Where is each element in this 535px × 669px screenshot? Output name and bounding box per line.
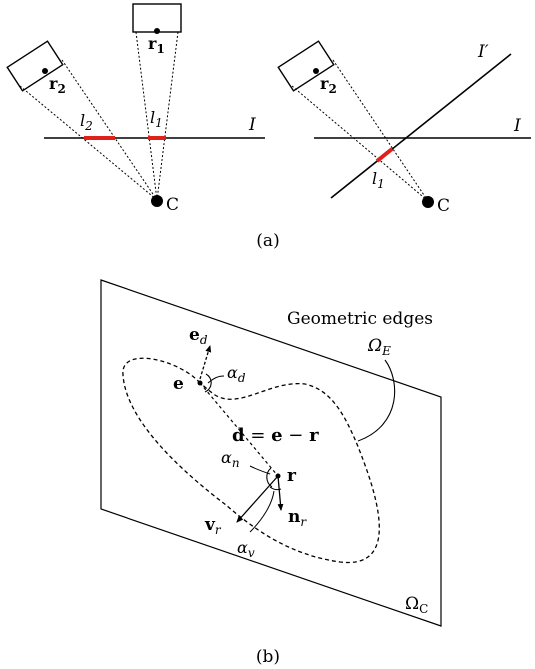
- label-r2: r2: [49, 74, 66, 96]
- label-n-r: nr: [288, 507, 307, 529]
- arrow-n-r: [277, 475, 284, 511]
- label-plane-i: I: [513, 116, 521, 136]
- arrow-v-r: [236, 475, 279, 523]
- tilted-plane-line: [330, 53, 512, 199]
- caption-b: (b): [256, 647, 280, 667]
- label-l2: l2: [80, 111, 93, 133]
- label-l1: l1: [372, 169, 385, 191]
- label-l1: l1: [150, 108, 163, 130]
- camera-r1-dot: [154, 28, 160, 34]
- camera-r2-dot: [42, 68, 48, 74]
- label-center-c: C: [166, 195, 179, 215]
- center-c-dot: [151, 195, 163, 207]
- panel-a-left: r1 r2 l2 l1 I C: [6, 3, 265, 215]
- alpha-n-leader: [249, 465, 271, 475]
- frustum-line: [61, 59, 158, 201]
- label-center-c: C: [437, 196, 450, 216]
- frustum-line: [291, 85, 429, 202]
- point-e: [197, 380, 203, 386]
- center-c-dot: [422, 196, 434, 208]
- frustum-line: [156, 31, 179, 201]
- label-alpha-v: αv: [237, 538, 255, 560]
- segment-l1: [375, 147, 394, 163]
- label-omega-c: ΩC: [405, 594, 428, 616]
- angle-alpha-n-arc: [266, 467, 273, 488]
- frustum-line: [19, 85, 158, 201]
- panel-a-right: r2 I′ I l1 C: [277, 40, 531, 216]
- label-v-r: vr: [204, 515, 222, 537]
- label-e: e: [173, 374, 184, 394]
- label-r1: r1: [148, 34, 165, 56]
- label-d-equation: d = e − r: [232, 425, 319, 446]
- label-r: r: [287, 466, 297, 486]
- label-geometric-edges: Geometric edges: [287, 309, 433, 329]
- label-plane-i-prime: I′: [477, 42, 489, 62]
- camera-r2-box: [277, 40, 335, 92]
- alpha-d-leader: [207, 375, 225, 384]
- frustum-line: [135, 31, 158, 201]
- label-e-d: ed: [189, 325, 208, 347]
- label-r2: r2: [320, 74, 337, 96]
- geometric-edge-curve: [122, 357, 380, 564]
- geometric-edges-leader: [357, 359, 396, 442]
- camera-r2-dot: [313, 68, 319, 74]
- label-alpha-d: αd: [227, 363, 246, 385]
- camera-r2-box: [6, 40, 64, 92]
- angle-alpha-v-arc: [269, 486, 282, 491]
- vector-d-dashed: [199, 382, 279, 477]
- alpha-v-leader: [249, 490, 275, 533]
- label-plane-i: I: [248, 115, 256, 135]
- panel-b: Geometric edges ΩE ed e αd d = e − r αn …: [100, 279, 442, 627]
- label-omega-e: ΩE: [367, 336, 391, 358]
- angle-alpha-d-arc: [204, 373, 212, 393]
- camera-r1-box: [132, 3, 182, 33]
- label-alpha-n: αn: [221, 448, 240, 470]
- image-plane-parallelogram: [100, 279, 442, 627]
- caption-a: (a): [256, 231, 279, 251]
- frustum-line: [332, 59, 429, 202]
- arrow-e-d: [199, 345, 212, 380]
